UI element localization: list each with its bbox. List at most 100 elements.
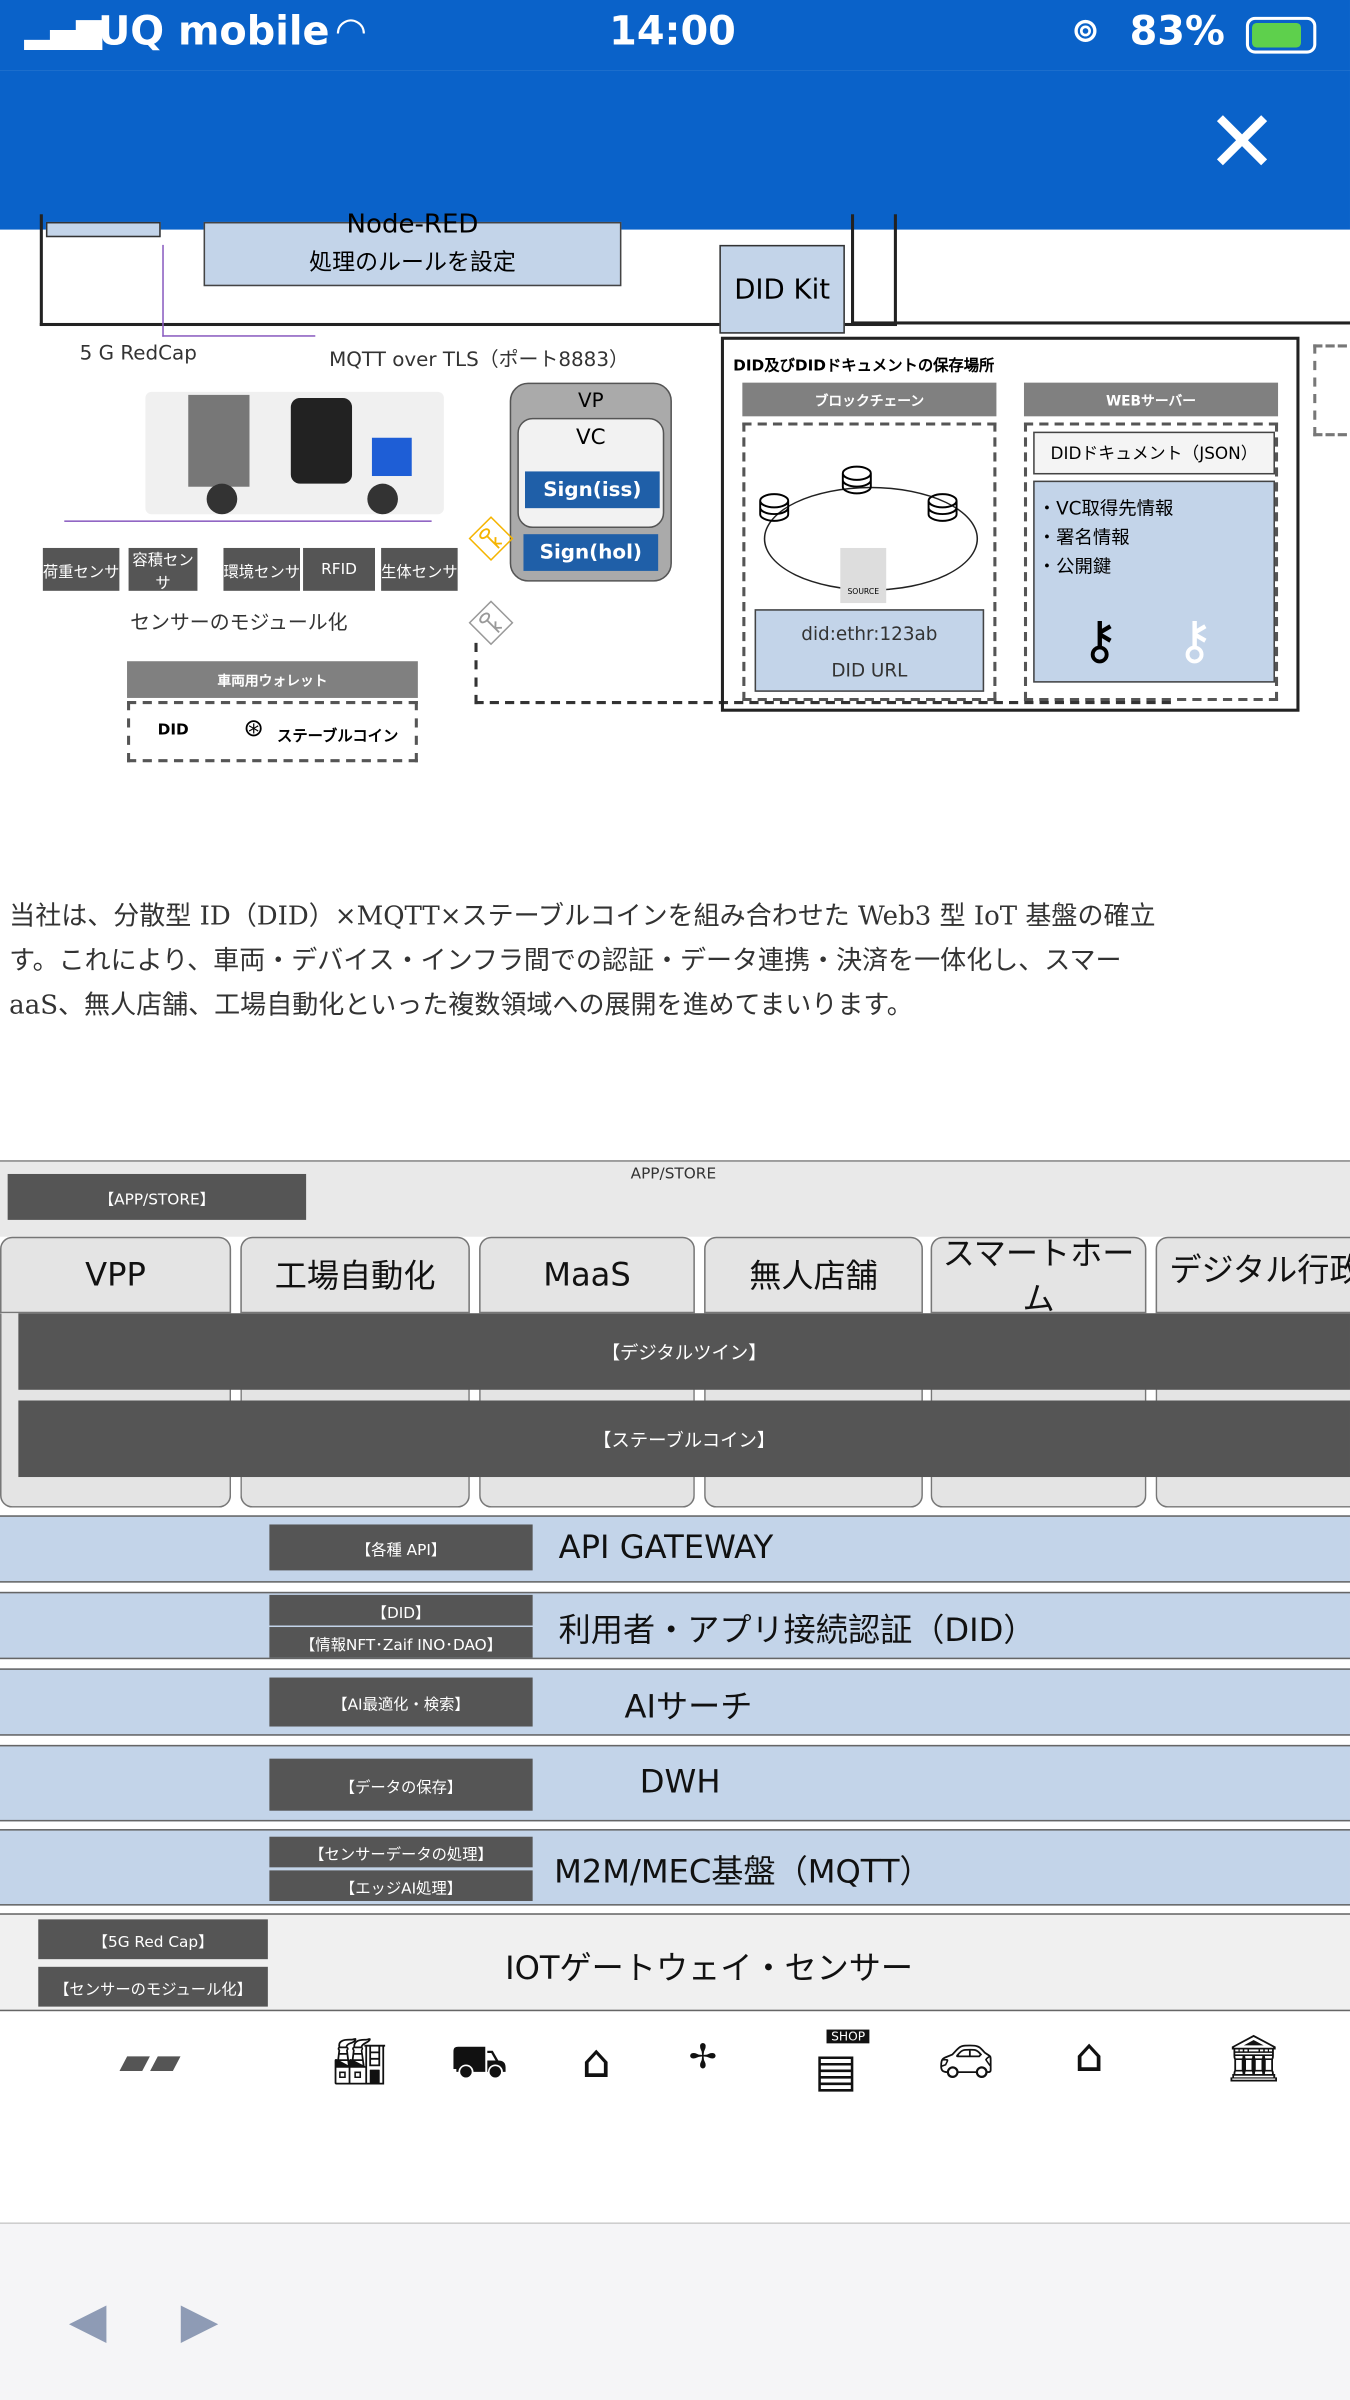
sign-iss: Sign(iss) [524, 471, 660, 509]
sensor-box: 環境センサ [223, 547, 300, 591]
did-document-content: ・VC取得先情報 ・署名情報 ・公開鍵 ⚷ ⚷ [1033, 480, 1275, 683]
database-icon: ⛁ [757, 486, 792, 533]
layer-label: 【センサーのモジュール化】 [38, 1966, 268, 2007]
device-icons-row: ▰▰ 🏭︎ ⛟ ⌂ ✢ SHOP ▤ 🚗︎ ⌂ 🏛︎ [0, 2017, 1350, 2121]
cropped-box [1313, 344, 1350, 437]
layer-label: 【センサーデータの処理】 [269, 1836, 533, 1868]
forward-button[interactable]: ▶ [180, 2291, 219, 2350]
status-bar: ▂▄▆ UQ mobile ◠ 14:00 ⊚ 83% [0, 0, 1350, 71]
layer-title: API GATEWAY [558, 1529, 774, 1566]
did-value: did:ethr:123ab [801, 622, 938, 645]
tab-digital-government: デジタル行政 [1155, 1236, 1350, 1314]
frame [851, 214, 1350, 325]
database-icon: ⛁ [926, 486, 960, 533]
truck-icon: ⛟ [449, 2035, 508, 2090]
sensor-module-label: センサーのモジュール化 [130, 612, 348, 636]
did-kit-box: DID Kit [719, 244, 845, 334]
box [45, 221, 161, 238]
private-key-icon: ⚷ [1080, 610, 1119, 672]
storage-title: DID及びDIDドキュメントの保存場所 [733, 358, 995, 375]
layer-label: 【エッジAI処理】 [269, 1870, 533, 1902]
wifi-icon: ◠ [336, 9, 366, 53]
tab-factory-automation: 工場自動化 [240, 1236, 470, 1314]
vc-box: VC Sign(iss) [517, 417, 665, 529]
node-red-rule: 処理のルールを設定 [309, 247, 516, 275]
vehicle-wallet: DID ⊛ ステーブルコイン [127, 701, 418, 763]
blockchain-header: ブロックチェーン [742, 382, 997, 417]
layer-iot-gateway: 【5G Red Cap】 【センサーのモジュール化】 IOTゲートウェイ・センサ… [0, 1913, 1350, 2012]
mqtt-label: MQTT over TLS（ポート8883） [329, 348, 629, 372]
did-document-box: DIDドキュメント（JSON） [1033, 431, 1275, 475]
battery-percent: 83% [1129, 9, 1225, 56]
redcap-label: 5 G RedCap [79, 342, 197, 366]
shop-sign: SHOP [826, 2029, 870, 2044]
layer-ai-search: 【AI最適化・検索】 AIサーチ [0, 1668, 1350, 1736]
layer-label: 【DID】 [269, 1594, 533, 1626]
layer-dwh: 【データの保存】 DWH [0, 1744, 1350, 1822]
sign-hol: Sign(hol) [523, 534, 659, 571]
web-server-header: WEBサーバー [1023, 382, 1279, 417]
tab-smart-home: スマートホーム [930, 1235, 1147, 1318]
public-key-icon: ⚷ [1175, 610, 1214, 672]
app-store-label: 【APP/STORE】 [7, 1173, 307, 1220]
sensor-box: 生体センサ [381, 547, 458, 591]
layer-label: 【AI最適化・検索】 [269, 1677, 533, 1727]
web-server-area: DIDドキュメント（JSON） ・VC取得先情報 ・署名情報 ・公開鍵 ⚷ ⚷ [1023, 422, 1279, 702]
did-url-box: did:ethr:123ab DID URL [754, 609, 985, 692]
house-icon: ⌂ [1074, 2029, 1104, 2084]
close-icon[interactable]: ✕ [1206, 93, 1278, 193]
node-red-label: Node-RED [346, 208, 479, 240]
signal-icon: ▂▄▆ [24, 12, 103, 51]
app-store-band: 【APP/STORE】 APP/STORE [0, 1160, 1350, 1237]
layer-title: IOTゲートウェイ・センサー [505, 1949, 914, 1987]
yen-coin-icon: ⊛ [243, 713, 264, 743]
sensor-bus-line [64, 520, 432, 554]
layer-label: 【データの保存】 [269, 1758, 533, 1811]
layer-label: 【各種 API】 [269, 1524, 533, 1571]
source-document-icon: SOURCE [840, 547, 887, 604]
doc-item: ・署名情報 [1037, 526, 1130, 548]
wallet-title: 車両用ウォレット [127, 661, 418, 698]
tab-maas: MaaS [479, 1236, 695, 1314]
tab-vpp: VPP [0, 1236, 232, 1314]
back-button[interactable]: ◀ [68, 2291, 107, 2350]
layer-label: 【情報NFT･Zaif INO･DAO】 [269, 1627, 533, 1658]
vp-box: VP VC Sign(iss) Sign(hol) [509, 382, 672, 582]
car-icon: 🚗︎ [936, 2035, 996, 2090]
key-link-line [474, 642, 1171, 705]
paragraph-line: aaS、無人店舗、工場自動化といった複数領域への展開を進めてまいります。 [9, 990, 913, 1021]
layer-m2m-mec: 【センサーデータの処理】 【エッジAI処理】 M2M/MEC基盤（MQTT） [0, 1829, 1350, 1906]
layer-title: 利用者・アプリ接続認証（DID） [558, 1611, 1036, 1649]
truck-image [145, 391, 444, 515]
doc-item: ・公開鍵 [1037, 555, 1112, 578]
layer-api-gateway: 【各種 API】 API GATEWAY [0, 1515, 1350, 1583]
description-paragraph: 当社は、分散型 ID（DID）×MQTT×ステーブルコインを組み合わせた Web… [9, 895, 1350, 1028]
header-bar: ✕ [0, 70, 1350, 230]
sensor-box: RFID [303, 547, 375, 591]
sensor-box: 容積センサ [128, 547, 198, 592]
vp-label: VP [577, 390, 604, 414]
bottom-toolbar: ◀ ▶ [0, 2222, 1350, 2400]
paragraph-line: 当社は、分散型 ID（DID）×MQTT×ステーブルコインを組み合わせた Web… [9, 901, 1156, 933]
app-store-title: APP/STORE [630, 1166, 717, 1184]
solar-panel-icon: ▰▰ [119, 2038, 181, 2085]
government-building-icon: 🏛︎ [1224, 2032, 1283, 2087]
layer-label: 【5G Red Cap】 [38, 1919, 268, 1960]
blockchain-area: ⛁ ⛁ ⛁ SOURCE did:ethr:123ab DID URL [742, 422, 997, 702]
layer-title: DWH [639, 1763, 721, 1800]
warehouse-icon: ⌂ [581, 2035, 611, 2090]
sensor-box: 荷重センサ [42, 547, 120, 591]
layer-title: AIサーチ [624, 1688, 753, 1725]
paragraph-line: す。これにより、車両・デバイス・インフラ間での認証・データ連携・決済を一体化し、… [9, 945, 1122, 977]
digital-twin-bar: 【デジタルツイン】 [18, 1313, 1350, 1390]
clock: 14:00 [609, 9, 736, 56]
database-icon: ⛁ [840, 459, 874, 506]
wallet-coin: ステーブルコイン [277, 728, 399, 746]
stablecoin-bar: 【ステーブルコイン】 [18, 1400, 1350, 1478]
architecture-diagram: Node-RED 処理のルールを設定 DID Kit 5 G RedCap MQ… [0, 211, 1350, 812]
cloud-frame [39, 214, 897, 327]
tab-unmanned-store: 無人店舗 [704, 1236, 923, 1314]
drone-icon: ✢ [688, 2038, 717, 2078]
storefront: ▤ [814, 2044, 858, 2099]
rotation-lock-icon: ⊚ [1071, 12, 1100, 51]
